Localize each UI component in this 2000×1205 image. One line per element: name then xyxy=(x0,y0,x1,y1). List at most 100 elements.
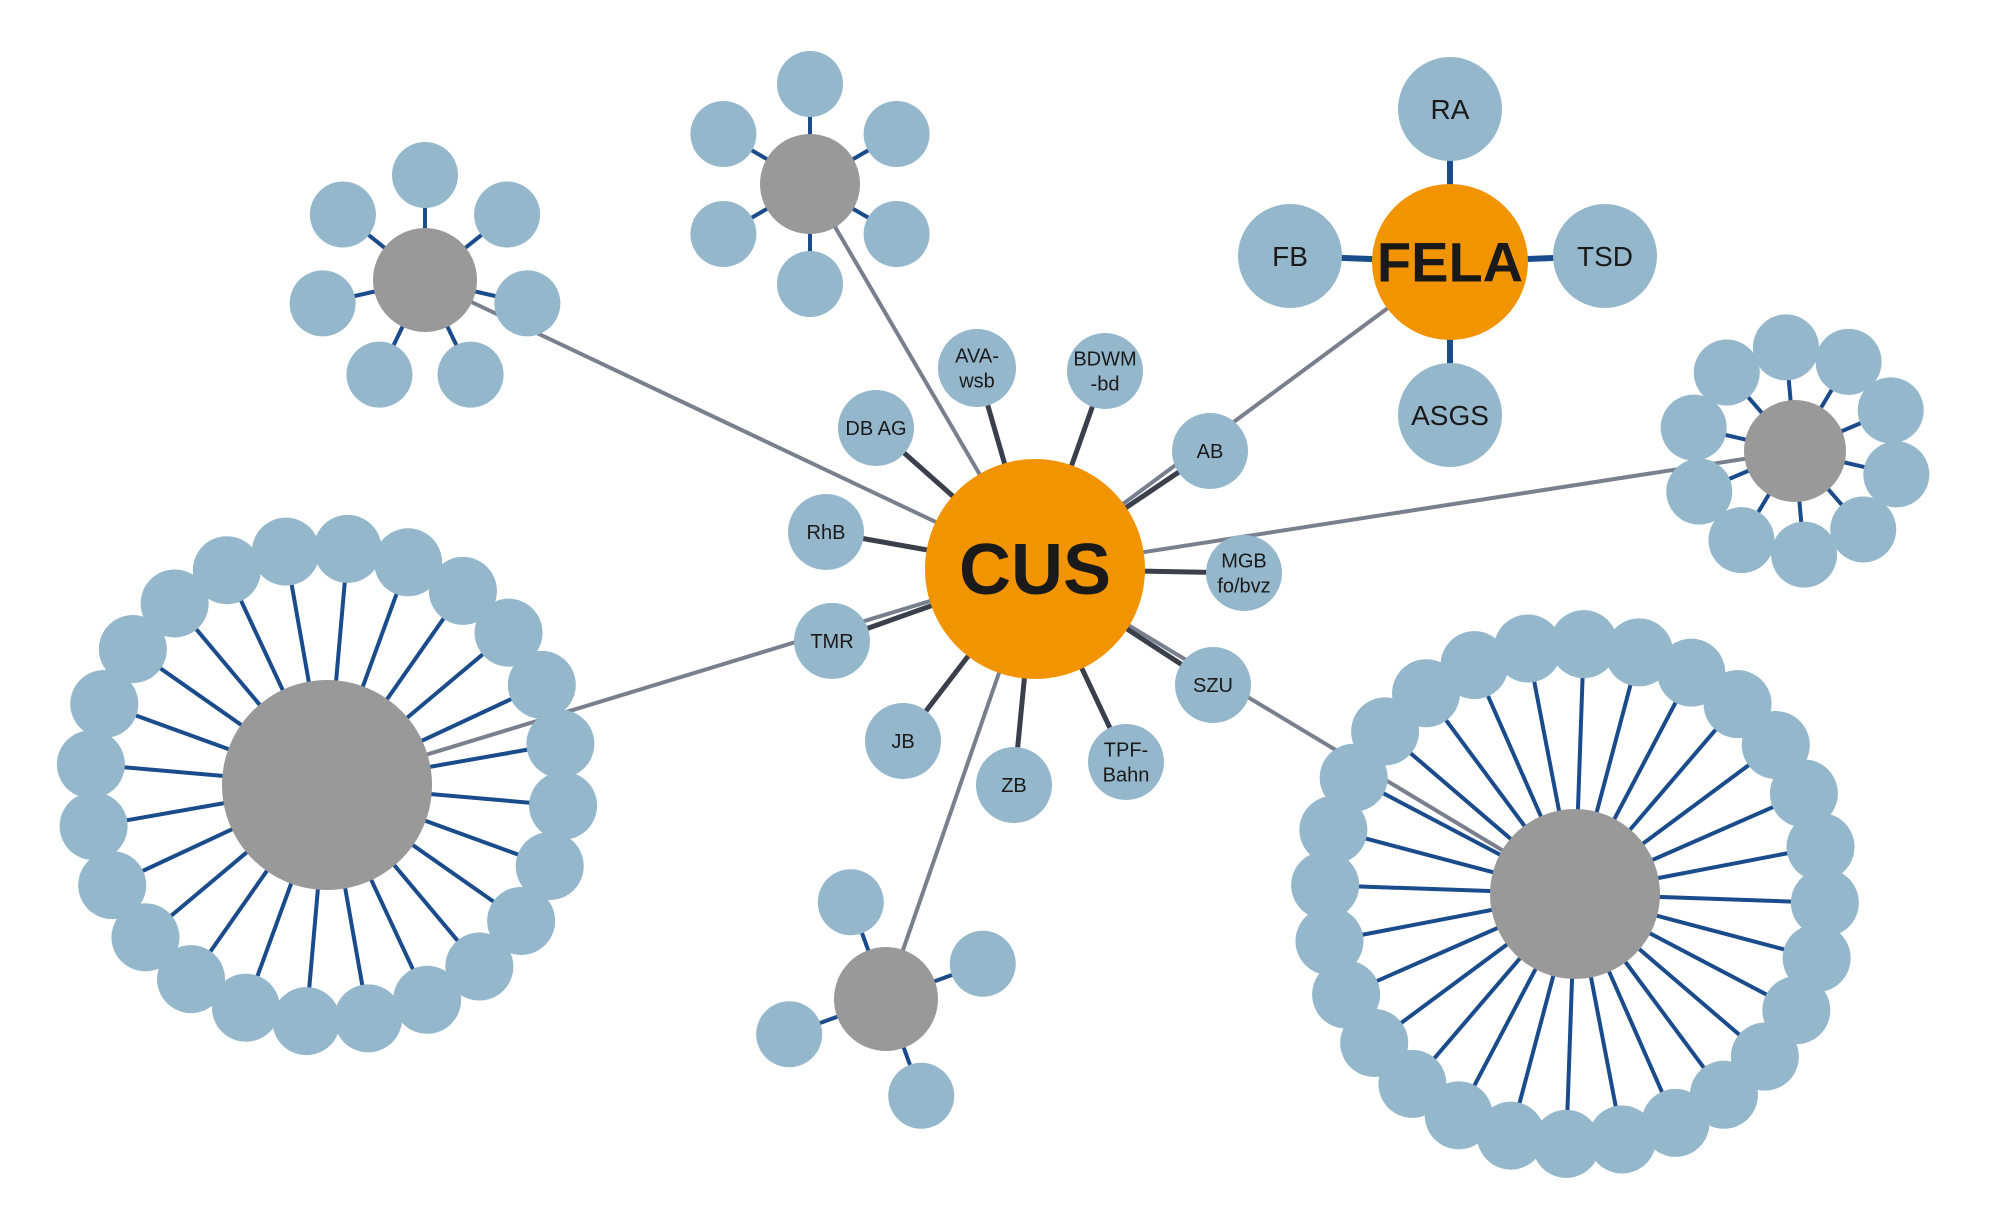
cluster-leaf-top-left xyxy=(494,270,561,337)
member-label-ava-wsb: AVA-wsb xyxy=(955,346,999,393)
cluster-leaf-bottom-left xyxy=(313,514,382,583)
cluster-leaf-bottom-left xyxy=(507,650,576,719)
cluster-leaf-right xyxy=(1863,441,1930,508)
cluster-leaf-bottom-right xyxy=(1588,1105,1657,1174)
cluster-leaf-bottom-left xyxy=(526,709,595,778)
cluster-leaf-bottom-right xyxy=(1291,851,1360,920)
cluster-leaf-right xyxy=(1693,339,1760,406)
member-label-bdwm-bd-line: BDWM xyxy=(1073,349,1136,371)
member-label-ab: AB xyxy=(1197,441,1224,463)
cluster-leaf-bottom-middle xyxy=(949,930,1016,997)
cluster-center-bottom-middle xyxy=(834,947,938,1051)
member-label-ra-line: RA xyxy=(1431,94,1470,125)
cluster-center-bottom-right xyxy=(1490,809,1660,979)
member-label-rhb-line: RhB xyxy=(807,522,846,544)
member-label-tsd: TSD xyxy=(1577,241,1633,272)
member-label-tmr: TMR xyxy=(810,631,853,653)
cluster-leaf-right xyxy=(1752,314,1819,381)
cluster-leaf-top-left xyxy=(346,341,413,408)
member-node-tpf-bahn xyxy=(1088,724,1164,800)
member-label-mgb-fo-bvz-line: MGB xyxy=(1221,551,1267,573)
cluster-leaf-bottom-middle xyxy=(817,869,884,936)
cluster-leaf-right xyxy=(1830,496,1897,563)
cluster-leaf-bottom-left xyxy=(70,669,139,738)
member-label-mgb-fo-bvz-line: fo/bvz xyxy=(1217,576,1270,598)
cluster-center-top-middle xyxy=(760,134,860,234)
member-node-ab xyxy=(1172,413,1248,489)
member-label-rhb: RhB xyxy=(807,522,846,544)
member-node-bdwm-bd xyxy=(1067,333,1143,409)
cluster-leaf-top-left xyxy=(392,142,458,208)
cluster-leaf-bottom-left xyxy=(272,987,341,1056)
cluster-leaf-bottom-left xyxy=(78,851,147,920)
cluster-leaf-right xyxy=(1708,507,1775,574)
cluster-leaf-right xyxy=(1857,377,1924,444)
cluster-leaf-bottom-middle xyxy=(756,1001,823,1068)
member-label-tpf-bahn: TPF-Bahn xyxy=(1103,740,1150,787)
cluster-leaf-bottom-right xyxy=(1440,631,1509,700)
cluster-center-right xyxy=(1744,400,1846,502)
member-node-zb xyxy=(976,747,1052,823)
cluster-leaf-bottom-left xyxy=(445,932,514,1001)
cluster-leaf-bottom-left xyxy=(56,730,125,799)
member-node-db-ag xyxy=(838,390,914,466)
cluster-leaf-bottom-left xyxy=(111,903,180,972)
member-label-db-ag: DB AG xyxy=(845,418,906,440)
cluster-leaf-bottom-right xyxy=(1641,1088,1710,1157)
cluster-leaf-bottom-left xyxy=(59,792,128,861)
cluster-leaf-bottom-right xyxy=(1605,618,1674,687)
hub-label-fela-line: FELA xyxy=(1377,231,1523,294)
cluster-leaf-bottom-middle xyxy=(888,1062,955,1129)
cluster-leaf-top-middle xyxy=(690,101,757,167)
cluster-leaf-top-middle xyxy=(863,101,930,167)
hub-node-cus xyxy=(925,459,1145,679)
member-node-asgs xyxy=(1398,363,1502,467)
member-label-ava-wsb-line: wsb xyxy=(958,371,995,393)
cluster-leaf-top-middle xyxy=(690,201,757,267)
member-label-ab-line: AB xyxy=(1197,441,1224,463)
link-cus-right xyxy=(1034,449,1796,571)
cluster-leaf-bottom-right xyxy=(1790,868,1859,937)
hub-label-fela: FELA xyxy=(1377,231,1523,294)
cluster-leaf-bottom-right xyxy=(1782,924,1851,993)
member-label-ra: RA xyxy=(1431,94,1470,125)
cluster-leaf-top-left xyxy=(289,270,356,337)
member-label-jb: JB xyxy=(891,731,914,753)
cluster-leaf-bottom-left xyxy=(374,528,443,597)
member-label-fb-line: FB xyxy=(1272,241,1308,272)
member-node-szu xyxy=(1175,647,1251,723)
member-label-ava-wsb-line: AVA- xyxy=(955,346,999,368)
cluster-leaf-bottom-left xyxy=(334,984,403,1053)
member-label-tmr-line: TMR xyxy=(810,631,853,653)
member-label-szu-line: SZU xyxy=(1193,675,1233,697)
cluster-leaf-top-left xyxy=(437,341,504,408)
cluster-leaf-bottom-left xyxy=(529,771,598,840)
member-label-tpf-bahn-line: Bahn xyxy=(1103,765,1150,787)
member-label-zb-line: ZB xyxy=(1001,775,1027,797)
cluster-leaf-bottom-left xyxy=(428,556,497,625)
cluster-leaf-bottom-left xyxy=(487,886,556,955)
cluster-leaf-bottom-right xyxy=(1493,614,1562,683)
cluster-leaf-bottom-right xyxy=(1769,759,1838,828)
cluster-leaf-bottom-left xyxy=(140,569,209,638)
cluster-leaf-top-middle xyxy=(863,201,930,267)
cluster-leaf-bottom-right xyxy=(1549,610,1618,679)
cluster-leaf-right xyxy=(1666,458,1733,525)
cluster-leaf-bottom-left xyxy=(211,973,280,1042)
hub-label-cus-line: CUS xyxy=(959,530,1111,610)
member-label-szu: SZU xyxy=(1193,675,1233,697)
cluster-leaf-bottom-left xyxy=(192,536,261,605)
member-label-bdwm-bd-line: -bd xyxy=(1091,374,1120,396)
link-cus-bottom-left xyxy=(326,567,1036,787)
member-label-mgb-fo-bvz: MGB fo/bvz xyxy=(1217,551,1270,598)
cluster-leaf-right xyxy=(1815,328,1882,395)
member-node-ra xyxy=(1398,57,1502,161)
cluster-leaf-bottom-left xyxy=(157,945,226,1014)
cluster-leaf-right xyxy=(1660,394,1727,461)
cluster-leaf-bottom-left xyxy=(393,965,462,1034)
cluster-leaf-bottom-right xyxy=(1476,1101,1545,1170)
member-node-tmr xyxy=(794,603,870,679)
hub-node-fela xyxy=(1372,184,1528,340)
